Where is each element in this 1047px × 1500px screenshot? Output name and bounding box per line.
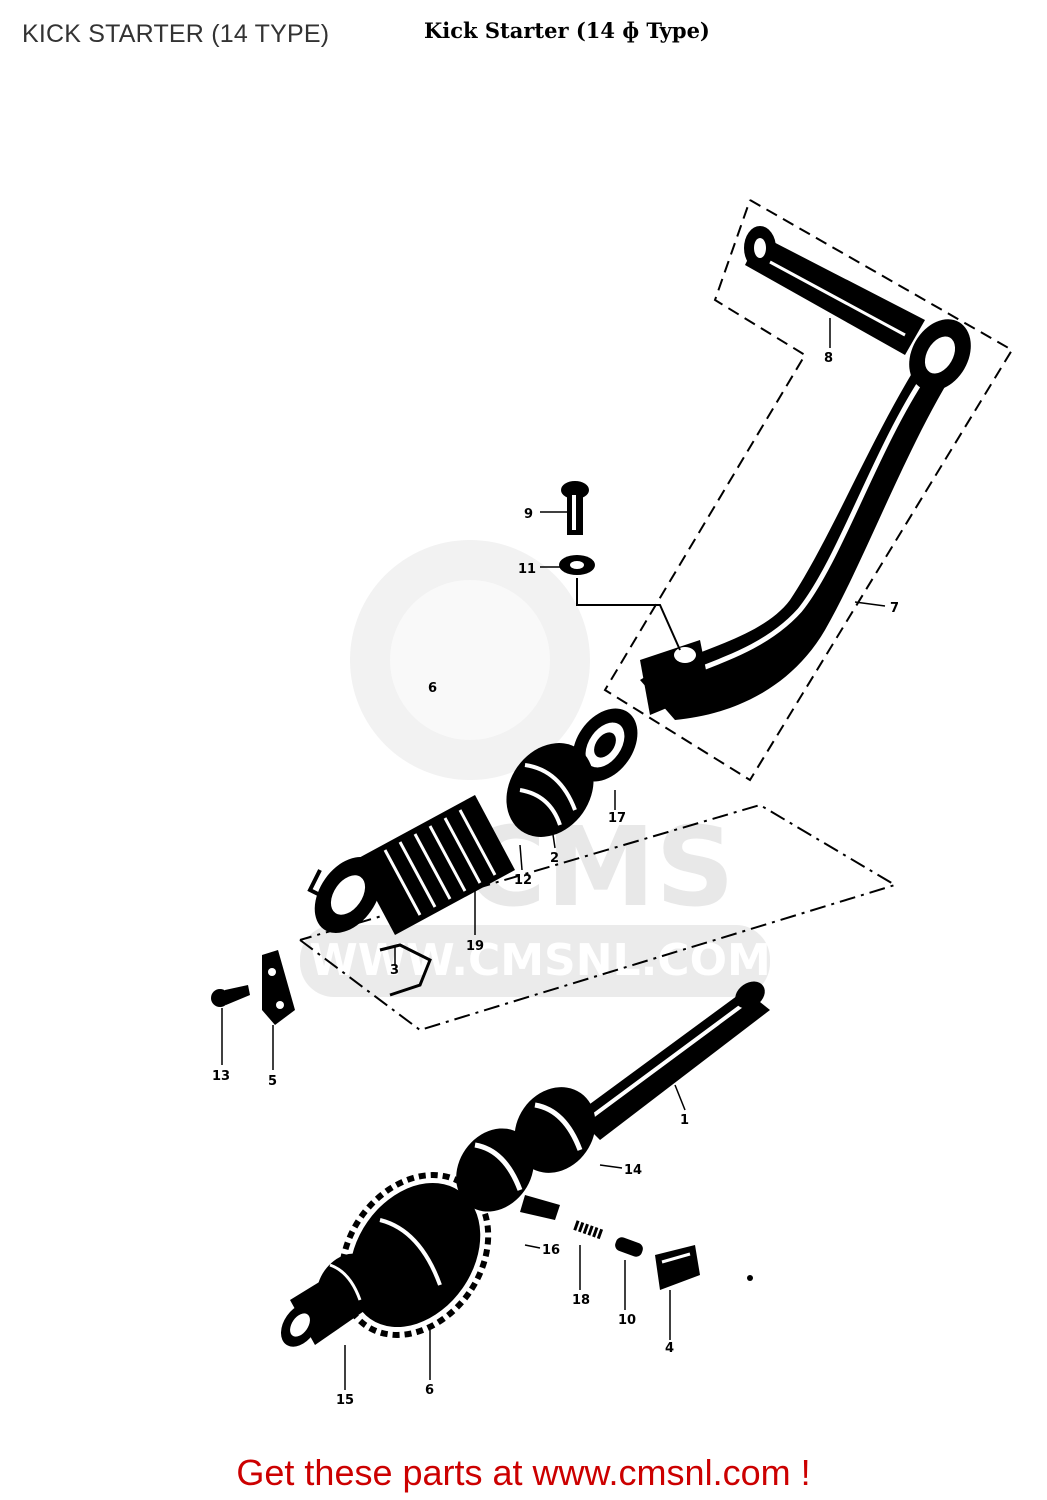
diagram-title: Kick Starter (14 ɸ Type): [424, 18, 710, 43]
page-title: KICK STARTER (14 TYPE): [22, 20, 330, 48]
kick-gear: [338, 1172, 492, 1338]
leader-lines: [221, 318, 886, 1390]
lever-bolt: [561, 481, 589, 535]
callout: 1: [680, 1113, 689, 1128]
lever-washer: [559, 555, 595, 575]
return-spring: [307, 795, 515, 935]
callout: 14: [624, 1163, 642, 1178]
kick-lever-grip: [744, 226, 925, 355]
callout: 12: [514, 873, 532, 888]
kick-shaft: [575, 981, 770, 1140]
callout: 3: [390, 963, 399, 978]
callout: 17: [608, 811, 626, 826]
spring-hook: [379, 943, 432, 997]
callout: 6: [425, 1383, 434, 1398]
watermark-url: WWW.CMSNL.COM: [309, 935, 771, 986]
shaft-end: [280, 1253, 380, 1347]
callout: 18: [572, 1293, 590, 1308]
callout: 19: [466, 939, 484, 954]
callout: 6: [428, 681, 437, 696]
spring-guide: [506, 743, 594, 837]
stopper-plate: [262, 950, 295, 1025]
pawl: [655, 1245, 700, 1290]
callout: 8: [824, 351, 833, 366]
spring-group-outline: [299, 803, 898, 1032]
callout: 2: [550, 851, 559, 866]
ratchet-assembly: [456, 1087, 596, 1220]
get-parts-link[interactable]: Get these parts at www.cmsnl.com !: [236, 1452, 811, 1493]
watermark: CMS WWW.CMSNL.COM: [300, 540, 771, 997]
kick-lever-arm: [640, 319, 971, 720]
callout: 7: [890, 601, 899, 616]
stopper-bolt: [211, 985, 250, 1007]
callout: 16: [542, 1243, 560, 1258]
pin: [615, 1237, 643, 1257]
callout: 4: [665, 1341, 674, 1356]
callout: 11: [518, 562, 536, 577]
callout: 13: [212, 1069, 230, 1084]
callouts: 8 9 11 7 6 17 2 12 19 3 13 5 1 14 16 18 …: [212, 351, 899, 1408]
callout: 15: [336, 1393, 354, 1408]
lever-group-outline: [603, 199, 1014, 782]
small-spring: [573, 1220, 605, 1240]
callout: 10: [618, 1313, 636, 1328]
callout: 5: [268, 1074, 277, 1089]
callout: 9: [524, 507, 533, 522]
